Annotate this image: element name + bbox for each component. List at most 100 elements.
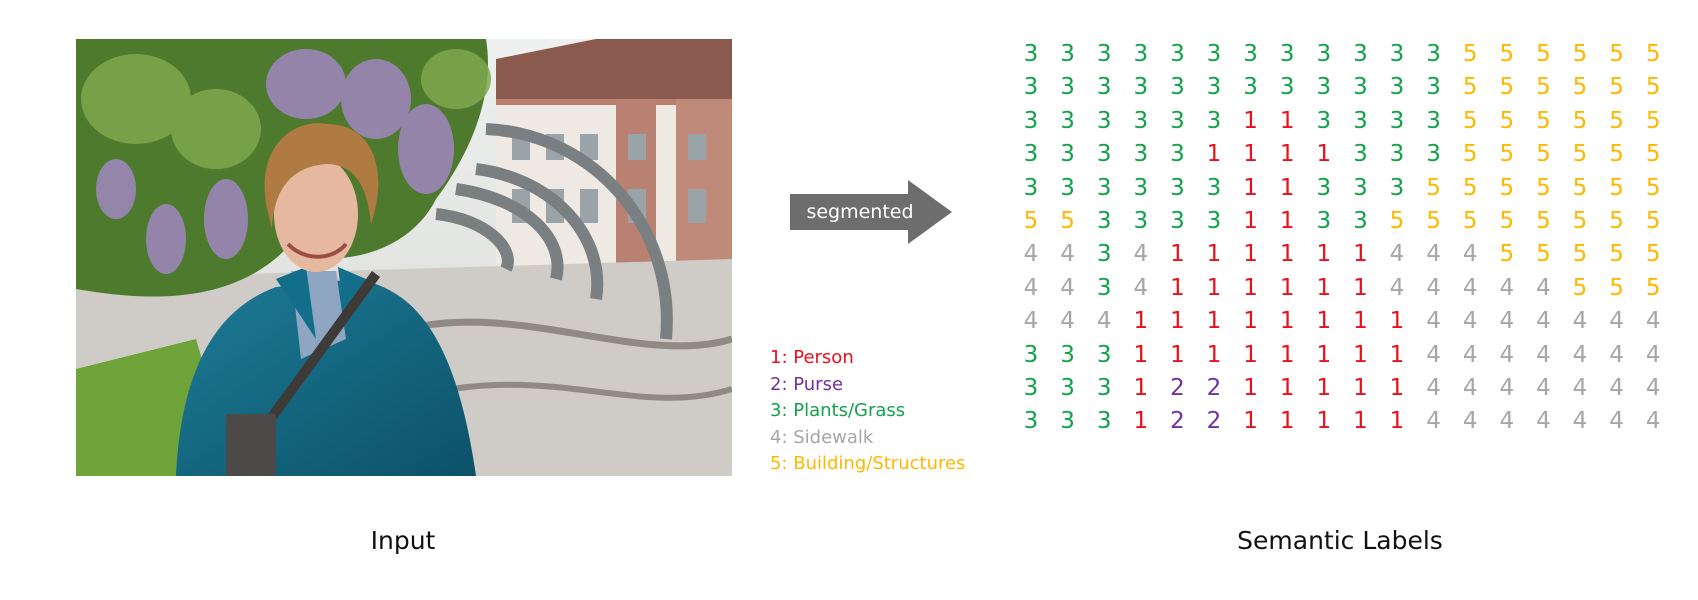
label-cell: 5	[1572, 74, 1588, 101]
label-cell: 2	[1206, 375, 1222, 401]
label-cell: 1	[1243, 375, 1258, 401]
label-cell: 3	[1096, 241, 1112, 268]
label-cell: 1	[1316, 408, 1332, 435]
label-cell: 1	[1279, 208, 1295, 234]
label-cell: 3	[1279, 74, 1295, 101]
label-cell: 1	[1243, 174, 1258, 201]
label-cell: 3	[1353, 141, 1368, 168]
label-cell: 1	[1353, 274, 1368, 301]
label-cell: 5	[1572, 241, 1588, 268]
label-cell: 4	[1536, 308, 1551, 335]
legend-item-person: 1: Person	[770, 347, 854, 368]
label-cell: 3	[1023, 41, 1039, 67]
label-cell: 4	[1426, 241, 1441, 268]
label-cell: 3	[1096, 341, 1112, 368]
label-cell: 4	[1096, 308, 1112, 335]
legend: 1: Person 2: Purse 3: Plants/Grass 4: Si…	[770, 345, 965, 478]
label-cell: 5	[1645, 41, 1661, 67]
label-cell: 4	[1389, 241, 1405, 268]
label-cell: 4	[1499, 408, 1515, 435]
label-cell: 4	[1572, 408, 1588, 435]
label-cell: 4	[1536, 341, 1551, 368]
label-cell: 1	[1316, 308, 1332, 335]
label-cell: 3	[1353, 74, 1368, 101]
label-cell: 5	[1645, 107, 1661, 134]
label-cell: 3	[1389, 107, 1405, 134]
label-cell: 4	[1609, 375, 1624, 401]
label-cell: 4	[1023, 274, 1039, 301]
label-cell: 3	[1353, 174, 1368, 201]
label-cell: 3	[1170, 174, 1185, 201]
label-cell: 4	[1572, 375, 1588, 401]
label-cell: 3	[1060, 41, 1075, 67]
label-cell: 3	[1206, 208, 1222, 234]
label-cell: 1	[1170, 341, 1185, 368]
label-cell: 5	[1645, 241, 1661, 268]
label-cell: 3	[1389, 74, 1405, 101]
label-cell: 1	[1279, 174, 1295, 201]
label-cell: 1	[1243, 107, 1258, 134]
label-cell: 1	[1279, 274, 1295, 301]
label-cell: 5	[1645, 208, 1661, 234]
label-cell: 3	[1316, 208, 1332, 234]
label-cell: 4	[1426, 274, 1441, 301]
label-cell: 3	[1133, 74, 1149, 101]
label-cell: 5	[1426, 174, 1441, 201]
label-cell: 3	[1023, 174, 1039, 201]
label-cell: 3	[1170, 74, 1185, 101]
label-cell: 1	[1133, 375, 1149, 401]
label-cell: 1	[1353, 241, 1368, 268]
label-cell: 3	[1096, 208, 1112, 234]
label-cell: 5	[1645, 141, 1661, 168]
label-cell: 1	[1353, 408, 1368, 435]
label-cell: 3	[1096, 41, 1112, 67]
photo-illustration	[76, 39, 732, 476]
legend-item-sidewalk: 4: Sidewalk	[770, 426, 874, 448]
label-cell: 3	[1023, 375, 1039, 401]
label-cell: 3	[1426, 74, 1441, 101]
label-cell: 5	[1536, 74, 1551, 101]
label-cell: 3	[1206, 107, 1222, 134]
semantic-labels-caption: Semantic Labels	[1237, 526, 1443, 555]
label-cell: 5	[1060, 208, 1075, 234]
label-cell: 5	[1645, 174, 1661, 201]
label-cell: 1	[1243, 341, 1258, 368]
label-cell: 4	[1536, 408, 1551, 435]
label-cell: 5	[1609, 208, 1624, 234]
label-cell: 3	[1170, 107, 1185, 134]
label-cell: 5	[1609, 74, 1624, 101]
label-cell: 5	[1572, 274, 1588, 301]
label-cell: 4	[1536, 375, 1551, 401]
segmented-arrow	[790, 180, 952, 244]
label-cell: 4	[1462, 375, 1478, 401]
label-cell: 1	[1133, 408, 1149, 435]
label-cell: 3	[1023, 341, 1039, 368]
label-cell: 4	[1499, 308, 1515, 335]
label-cell: 1	[1133, 341, 1149, 368]
label-cell: 1	[1353, 308, 1368, 335]
label-cell: 5	[1499, 107, 1515, 134]
label-cell: 3	[1170, 41, 1185, 67]
label-cell: 3	[1206, 74, 1222, 101]
label-cell: 3	[1206, 174, 1222, 201]
label-cell: 5	[1609, 41, 1624, 67]
arrow-label: segmented	[806, 201, 914, 223]
label-cell: 4	[1426, 308, 1441, 335]
label-cell: 4	[1609, 408, 1624, 435]
label-cell: 4	[1389, 274, 1405, 301]
label-cell: 5	[1536, 174, 1551, 201]
label-cell: 4	[1462, 241, 1478, 268]
label-cell: 4	[1536, 274, 1551, 301]
label-cell: 3	[1389, 41, 1405, 67]
label-cell: 1	[1279, 341, 1295, 368]
label-cell: 1	[1206, 308, 1222, 335]
label-cell: 3	[1206, 41, 1222, 67]
label-cell: 5	[1389, 208, 1405, 234]
label-cell: 4	[1023, 308, 1039, 335]
label-cell: 3	[1133, 141, 1149, 168]
label-cell: 3	[1353, 107, 1368, 134]
label-cell: 1	[1316, 241, 1332, 268]
label-cell: 3	[1096, 408, 1112, 435]
label-cell: 4	[1023, 241, 1039, 268]
